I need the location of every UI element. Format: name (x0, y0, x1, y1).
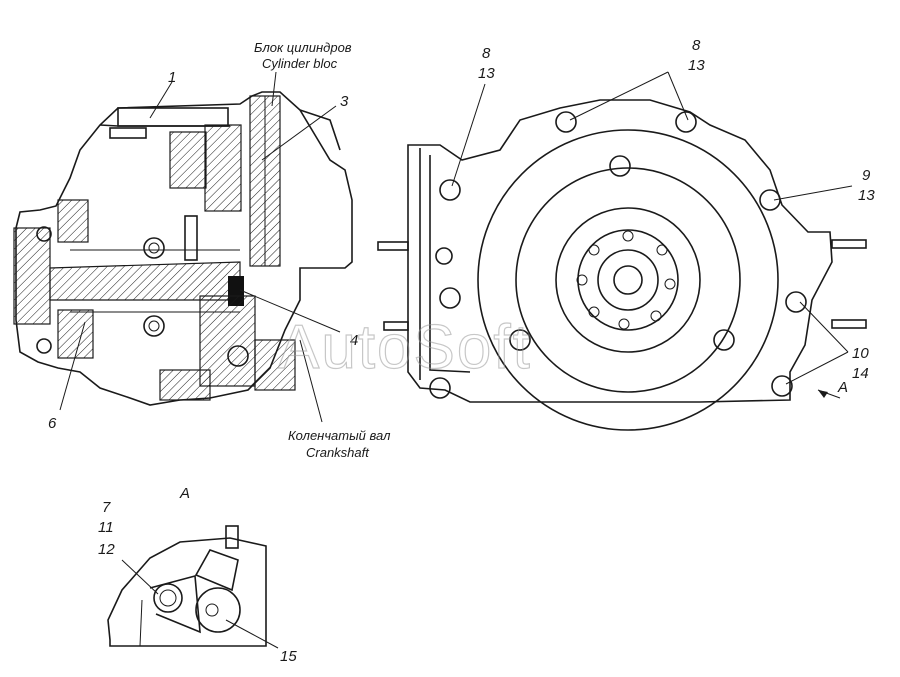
callout-8-left: 8 (482, 45, 491, 62)
crankshaft-label-ru: Коленчатый вал (288, 428, 391, 443)
cylinder-block-label-en: Cylinder bloc (262, 56, 338, 71)
callout-15: 15 (280, 648, 297, 665)
caption-labels: Блок цилиндров Cylinder bloc Коленчатый … (179, 40, 848, 502)
leader-lines-view-a (121, 559, 279, 649)
section-view (13, 91, 353, 406)
callout-7: 7 (102, 499, 111, 516)
view-a-arrow-label: A (837, 379, 848, 396)
front-view (377, 99, 867, 431)
housing-bolts (429, 111, 807, 399)
callout-3: 3 (340, 93, 349, 110)
view-a-title: A (179, 485, 190, 502)
callout-12: 12 (98, 541, 115, 558)
cylinder-block-label-ru: Блок цилиндров (254, 40, 352, 55)
leader-lines-right (451, 71, 853, 399)
callout-9: 9 (862, 167, 871, 184)
callout-labels: 1 3 4 6 8 13 8 13 9 13 10 14 7 11 12 15 (48, 37, 875, 665)
callout-1: 1 (168, 69, 176, 86)
flange-bolt-holes (576, 230, 676, 330)
view-a-detail (107, 525, 267, 647)
callout-14: 14 (852, 365, 869, 382)
callout-10: 10 (852, 345, 869, 362)
callout-6: 6 (48, 415, 57, 432)
callout-11: 11 (98, 519, 114, 536)
callout-13-right: 13 (858, 187, 875, 204)
mounting-studs (377, 239, 867, 331)
callout-13-left: 13 (478, 65, 495, 82)
leader-lines-left (59, 71, 341, 423)
watermark: AutoSoft (278, 313, 532, 382)
crankshaft-label-en: Crankshaft (306, 445, 370, 460)
callout-4: 4 (350, 332, 358, 349)
callout-8-top: 8 (692, 37, 701, 54)
callout-13-top: 13 (688, 57, 705, 74)
